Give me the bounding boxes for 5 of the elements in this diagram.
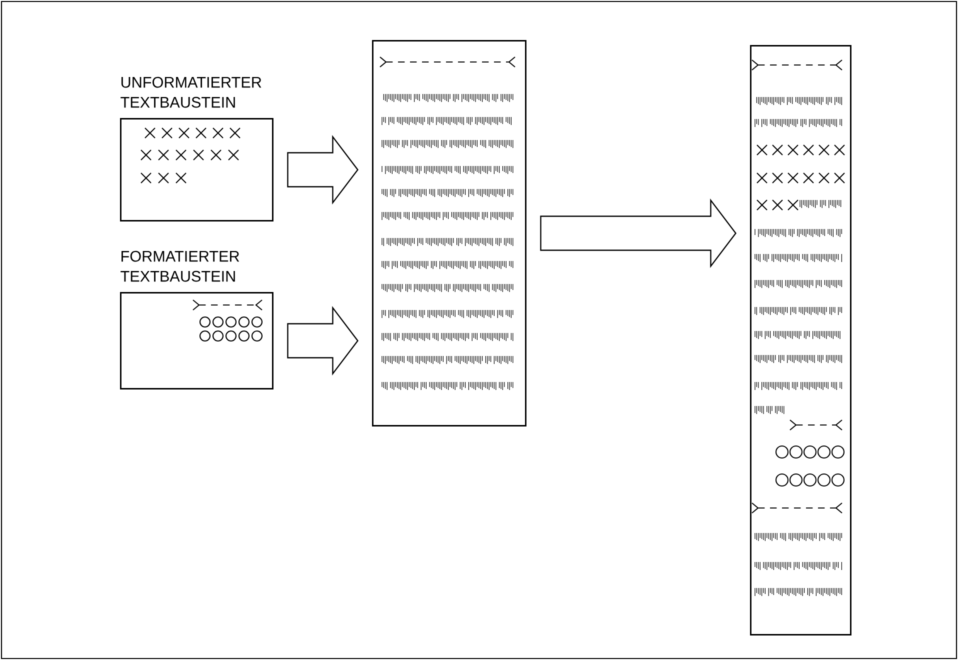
block-arrow <box>287 306 358 376</box>
block-arrow <box>540 198 736 268</box>
heading-text: UNFORMATIERTER TEXTBAUSTEIN <box>120 76 262 108</box>
block-arrow <box>287 134 358 205</box>
heading-text: FORMATIERTER TEXTBAUSTEIN <box>120 250 240 282</box>
